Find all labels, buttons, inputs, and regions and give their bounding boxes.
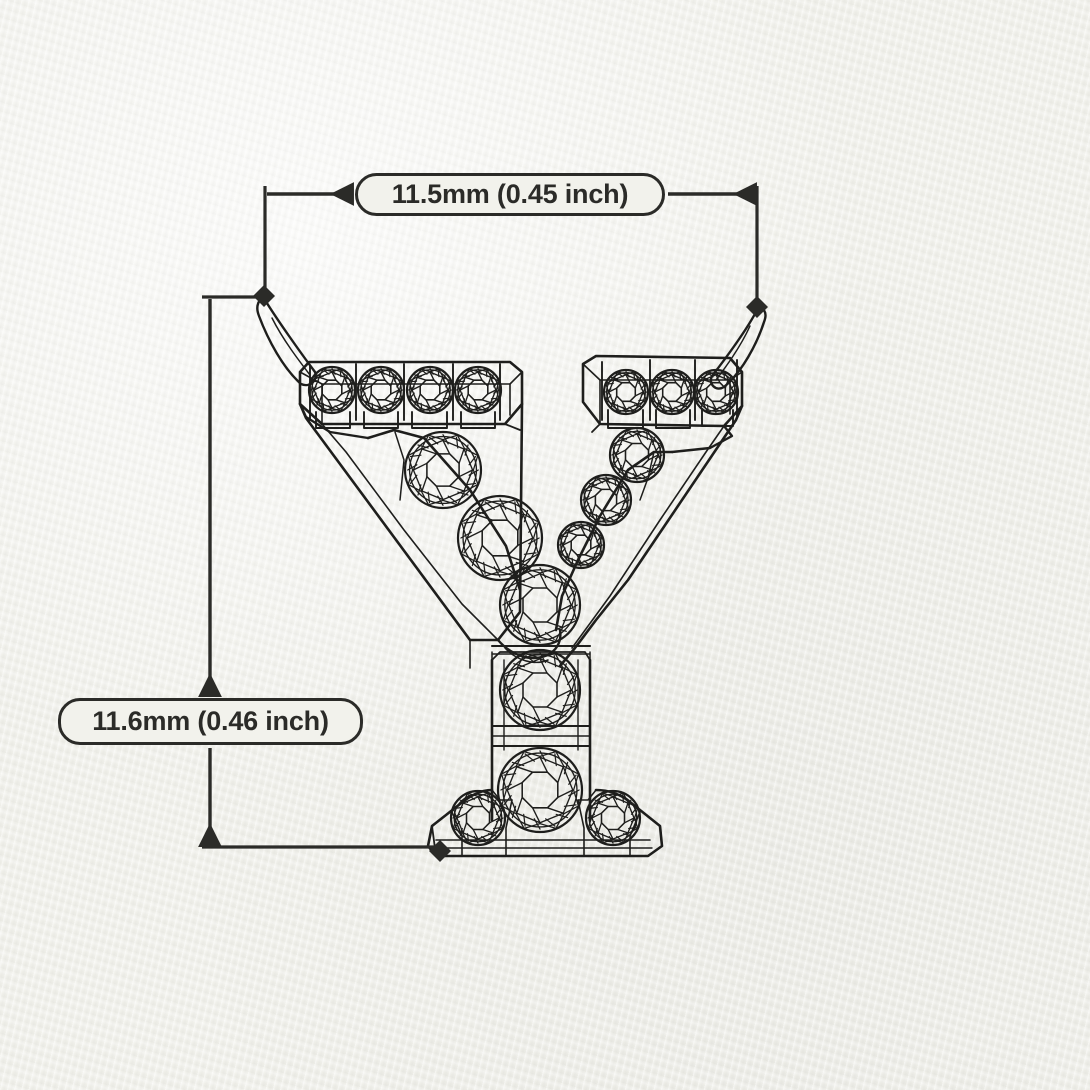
gem-group-left-top-row (307, 365, 503, 415)
gem-group-stem (496, 563, 584, 834)
vertex-marker-layer (253, 285, 768, 862)
width-dimension-label: 11.5mm (0.45 inch) (355, 173, 665, 216)
height-dimension-label: 11.6mm (0.46 inch) (58, 698, 363, 745)
vertex-marker-top-left-bail-tip (253, 285, 275, 307)
gemstone-layer (307, 365, 740, 847)
gem-group-right-top-row (602, 368, 740, 416)
left-arm-band (298, 402, 524, 669)
gem-group-base (449, 789, 642, 847)
gem-group-left-arm (403, 430, 544, 582)
vertex-marker-base-bottom-left (429, 840, 451, 862)
gem-group-right-arm (556, 426, 666, 570)
left-bar-prongs (309, 363, 501, 429)
pendant-geometry (256, 298, 767, 858)
vertex-marker-top-right-bail-tip (746, 296, 768, 318)
dimension-annotations (198, 182, 768, 862)
bail-prong-left (256, 298, 317, 387)
